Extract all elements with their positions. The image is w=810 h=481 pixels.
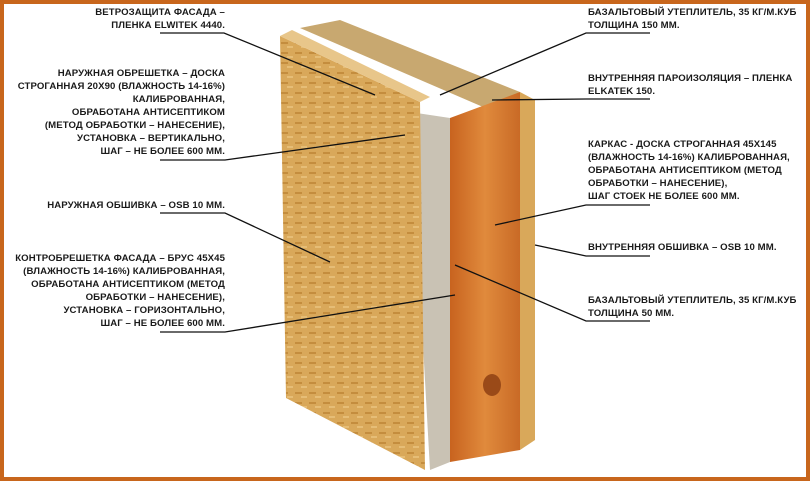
label-outer-battens: НАРУЖНАЯ ОБРЕШЕТКА – ДОСКА СТРОГАННАЯ 20… <box>17 68 225 157</box>
label-outer-sheathing: НАРУЖНАЯ ОБШИВКА – OSB 10 ММ. <box>47 200 225 211</box>
outer-osb-panel <box>280 36 425 470</box>
wood-knot <box>483 374 501 396</box>
outer-osb-edge <box>280 30 430 102</box>
label-wind-barrier: ВЕТРОЗАЩИТА ФАСАДА – ПЛЕНКА ELWITEK 4440… <box>95 7 225 31</box>
label-insulation-50: БАЗАЛЬТОВЫЙ УТЕПЛИТЕЛЬ, 35 КГ/М.КУБ ТОЛЩ… <box>588 295 797 319</box>
frame-timber <box>450 92 520 462</box>
leader-lines <box>160 32 650 333</box>
label-counter-battens: КОНТРОБРЕШЕТКА ФАСАДА – БРУС 45Х45 (ВЛАЖ… <box>15 253 225 329</box>
label-vapor-barrier: ВНУТРЕННЯЯ ПАРОИЗОЛЯЦИЯ – ПЛЕНКА ELKATEK… <box>588 73 793 97</box>
label-insulation-150: БАЗАЛЬТОВЫЙ УТЕПЛИТЕЛЬ, 35 КГ/М.КУБ ТОЛЩ… <box>588 7 797 31</box>
label-inner-sheathing: ВНУТРЕННЯЯ ОБШИВКА – OSB 10 ММ. <box>588 242 777 253</box>
label-frame: КАРКАС - ДОСКА СТРОГАННАЯ 45Х145 (ВЛАЖНО… <box>588 139 790 202</box>
inner-osb-edge <box>520 92 535 450</box>
insulation-top <box>300 20 520 110</box>
